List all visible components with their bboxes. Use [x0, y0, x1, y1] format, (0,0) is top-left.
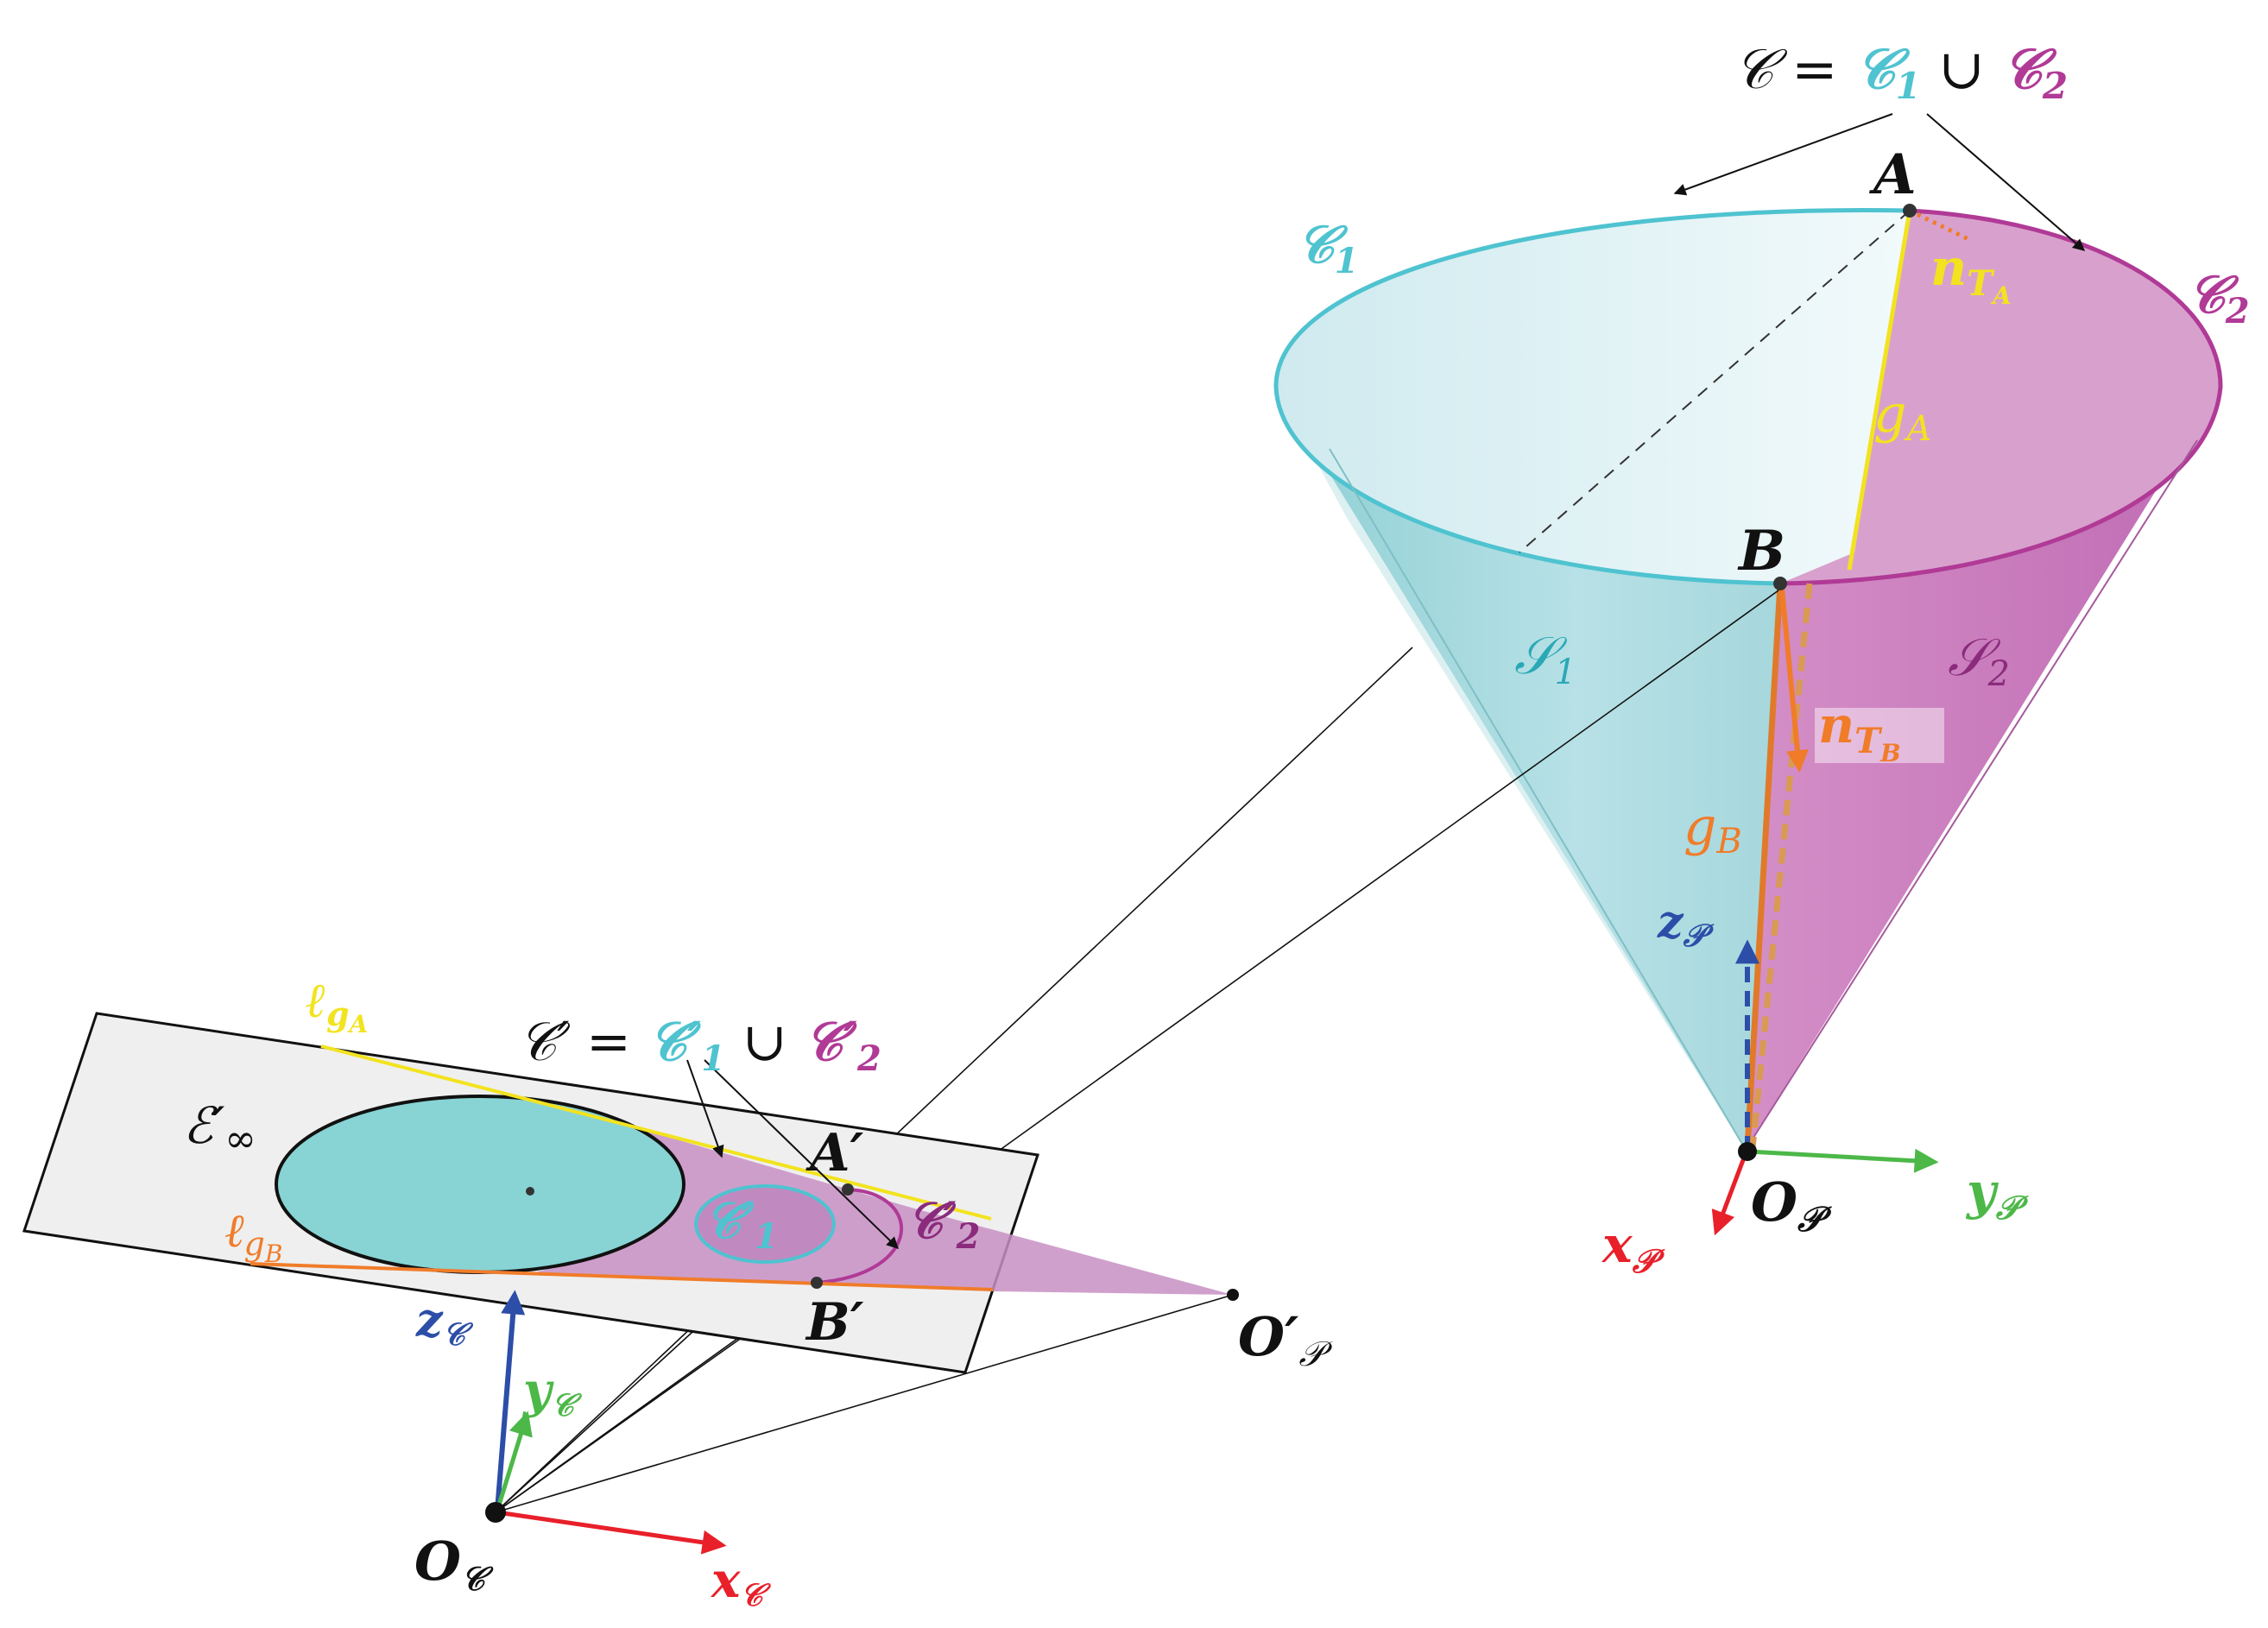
cone	[1273, 204, 2223, 1151]
label-projector-origin: O𝒫	[1751, 1171, 1832, 1240]
label-lgb: ℓgB	[224, 1203, 282, 1268]
ray-oc-to-b	[495, 590, 1779, 1513]
label-c1: 𝒞1	[1297, 215, 1359, 281]
plane-title-arrow-c2p	[704, 1059, 900, 1249]
normal-nta	[1908, 208, 1972, 243]
point-ap	[842, 1183, 854, 1196]
point-b	[1773, 577, 1787, 590]
label-lga: ℓgA	[306, 972, 368, 1038]
label-c1p: 𝒞′1	[704, 1191, 778, 1257]
generatrix-ga	[1847, 210, 1912, 571]
label-s2: 𝒮2	[1948, 628, 2010, 694]
label-c2p: 𝒞′2	[907, 1191, 980, 1257]
projector-y-axis	[1748, 1148, 1939, 1173]
camera-z-axis	[495, 1290, 526, 1511]
camera-frame	[485, 1290, 727, 1555]
projector-x-axis	[1711, 1152, 1748, 1236]
label-nta: nTA	[1930, 238, 2012, 310]
plane-title: 𝒞′ = 𝒞′1 ∪ 𝒞′2	[518, 1010, 881, 1079]
label-camera-z: z𝒞	[415, 1292, 474, 1353]
rim-c1	[1273, 208, 1911, 586]
label-bp: B′	[805, 1292, 864, 1353]
projector-origin-point	[1738, 1142, 1757, 1161]
title-arrow-c2	[1926, 113, 2086, 251]
cone-opening-magenta	[1780, 211, 2221, 584]
ellipse-center	[526, 1187, 534, 1196]
camera-origin-point	[485, 1502, 506, 1523]
generatrix-gb-dashed	[1749, 583, 1813, 1149]
point-opp	[1227, 1289, 1239, 1301]
cone-edge-right	[1745, 439, 2198, 1151]
line-lgb	[250, 1262, 994, 1291]
label-a: A	[1869, 142, 1917, 207]
generatrix-gb	[1744, 583, 1784, 1149]
cone-edge-left	[1329, 448, 1747, 1151]
ray-oc-to-op	[495, 1294, 1234, 1513]
ray-oc-to-a	[495, 647, 1413, 1513]
label-ap: A′	[805, 1123, 864, 1183]
cone-surface-s1-back	[1276, 387, 1746, 1150]
point-a	[1903, 204, 1917, 218]
label-camera-origin: O𝒞	[414, 1530, 494, 1598]
point-bp	[811, 1277, 823, 1289]
label-e-inf: ℰ′∞	[183, 1096, 256, 1161]
image-plane	[22, 1012, 1239, 1374]
plane-title-arrow-c1p	[686, 1059, 724, 1158]
label-ntb: nTB	[1818, 696, 1901, 767]
label-gb: gB	[1684, 797, 1742, 861]
normal-ntb	[1779, 588, 1809, 773]
cone-title: 𝒞 = 𝒞1 ∪ 𝒞2	[1734, 37, 2068, 107]
curve-c1p	[694, 1184, 836, 1264]
label-camera-y: y𝒞	[521, 1362, 583, 1423]
hidden-generatrix	[1519, 210, 1911, 553]
label-camera-x: x𝒞	[711, 1552, 771, 1613]
label-ga: gA	[1873, 384, 1931, 449]
title-arrow-c1	[1673, 113, 1893, 196]
cone-surface-s2	[1746, 387, 2221, 1150]
label-b: B	[1737, 519, 1785, 584]
label-ntb-bg	[1815, 708, 1944, 763]
camera-x-axis	[496, 1510, 727, 1555]
label-projector-x: x𝒫	[1601, 1215, 1665, 1280]
curve-c2p	[816, 1188, 904, 1284]
line-lga	[320, 1044, 992, 1221]
cone-opening-cyan	[1276, 210, 1910, 584]
label-projector-y: y𝒫	[1965, 1162, 2029, 1227]
projector-frame	[1711, 939, 1939, 1236]
camera-y-axis	[495, 1410, 533, 1511]
label-opp: O′𝒫	[1238, 1305, 1333, 1374]
label-c2: 𝒞2	[2188, 265, 2250, 331]
projected-region	[535, 1114, 1233, 1295]
